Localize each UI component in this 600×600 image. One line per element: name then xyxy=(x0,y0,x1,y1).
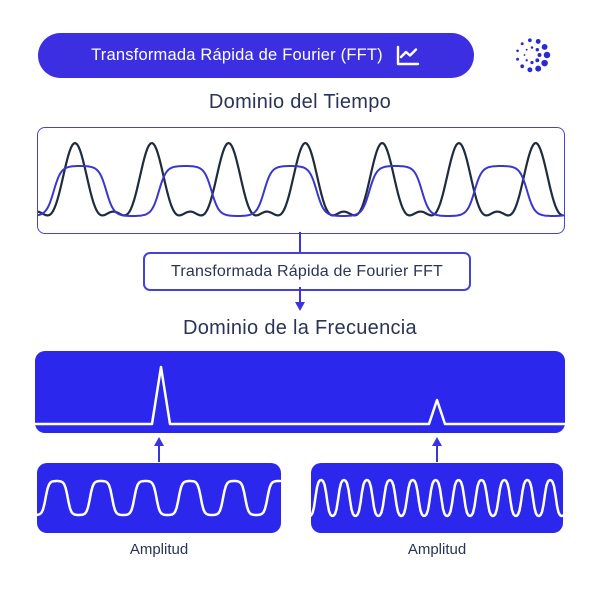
time-domain-waves xyxy=(38,141,564,217)
frequency-domain-title: Dominio de la Frecuencia xyxy=(183,317,417,339)
amplitude-label-right: Amplitud xyxy=(407,541,467,558)
title-pill-label: Transformada Rápida de Fourier (FFT) xyxy=(91,46,383,64)
connector-line-top xyxy=(299,232,302,253)
frequency-spectrum xyxy=(35,365,565,426)
arrow-up-right-line xyxy=(436,445,439,462)
connector-line-bottom xyxy=(299,287,302,302)
arrow-up-left-line xyxy=(158,445,161,462)
low-frequency-component-box xyxy=(37,463,281,533)
dot-cluster-logo xyxy=(516,38,551,73)
line-chart-icon xyxy=(394,44,421,68)
frequency-domain-box xyxy=(35,351,565,433)
arrow-up-right-icon xyxy=(431,437,442,446)
amplitude-label-left: Amplitud xyxy=(129,541,189,558)
fft-process-box: Transformada Rápida de Fourier FFT xyxy=(143,252,471,291)
high-frequency-component-box xyxy=(311,463,563,533)
arrow-up-left-icon xyxy=(153,437,164,446)
high-frequency-wave xyxy=(311,478,563,518)
title-pill: Transformada Rápida de Fourier (FFT) xyxy=(38,33,474,78)
low-frequency-wave xyxy=(37,479,281,517)
time-domain-box xyxy=(37,127,565,234)
arrow-down-icon xyxy=(294,302,305,311)
time-domain-title: Dominio del Tiempo xyxy=(208,91,392,113)
fft-process-label: Transformada Rápida de Fourier FFT xyxy=(170,262,444,280)
